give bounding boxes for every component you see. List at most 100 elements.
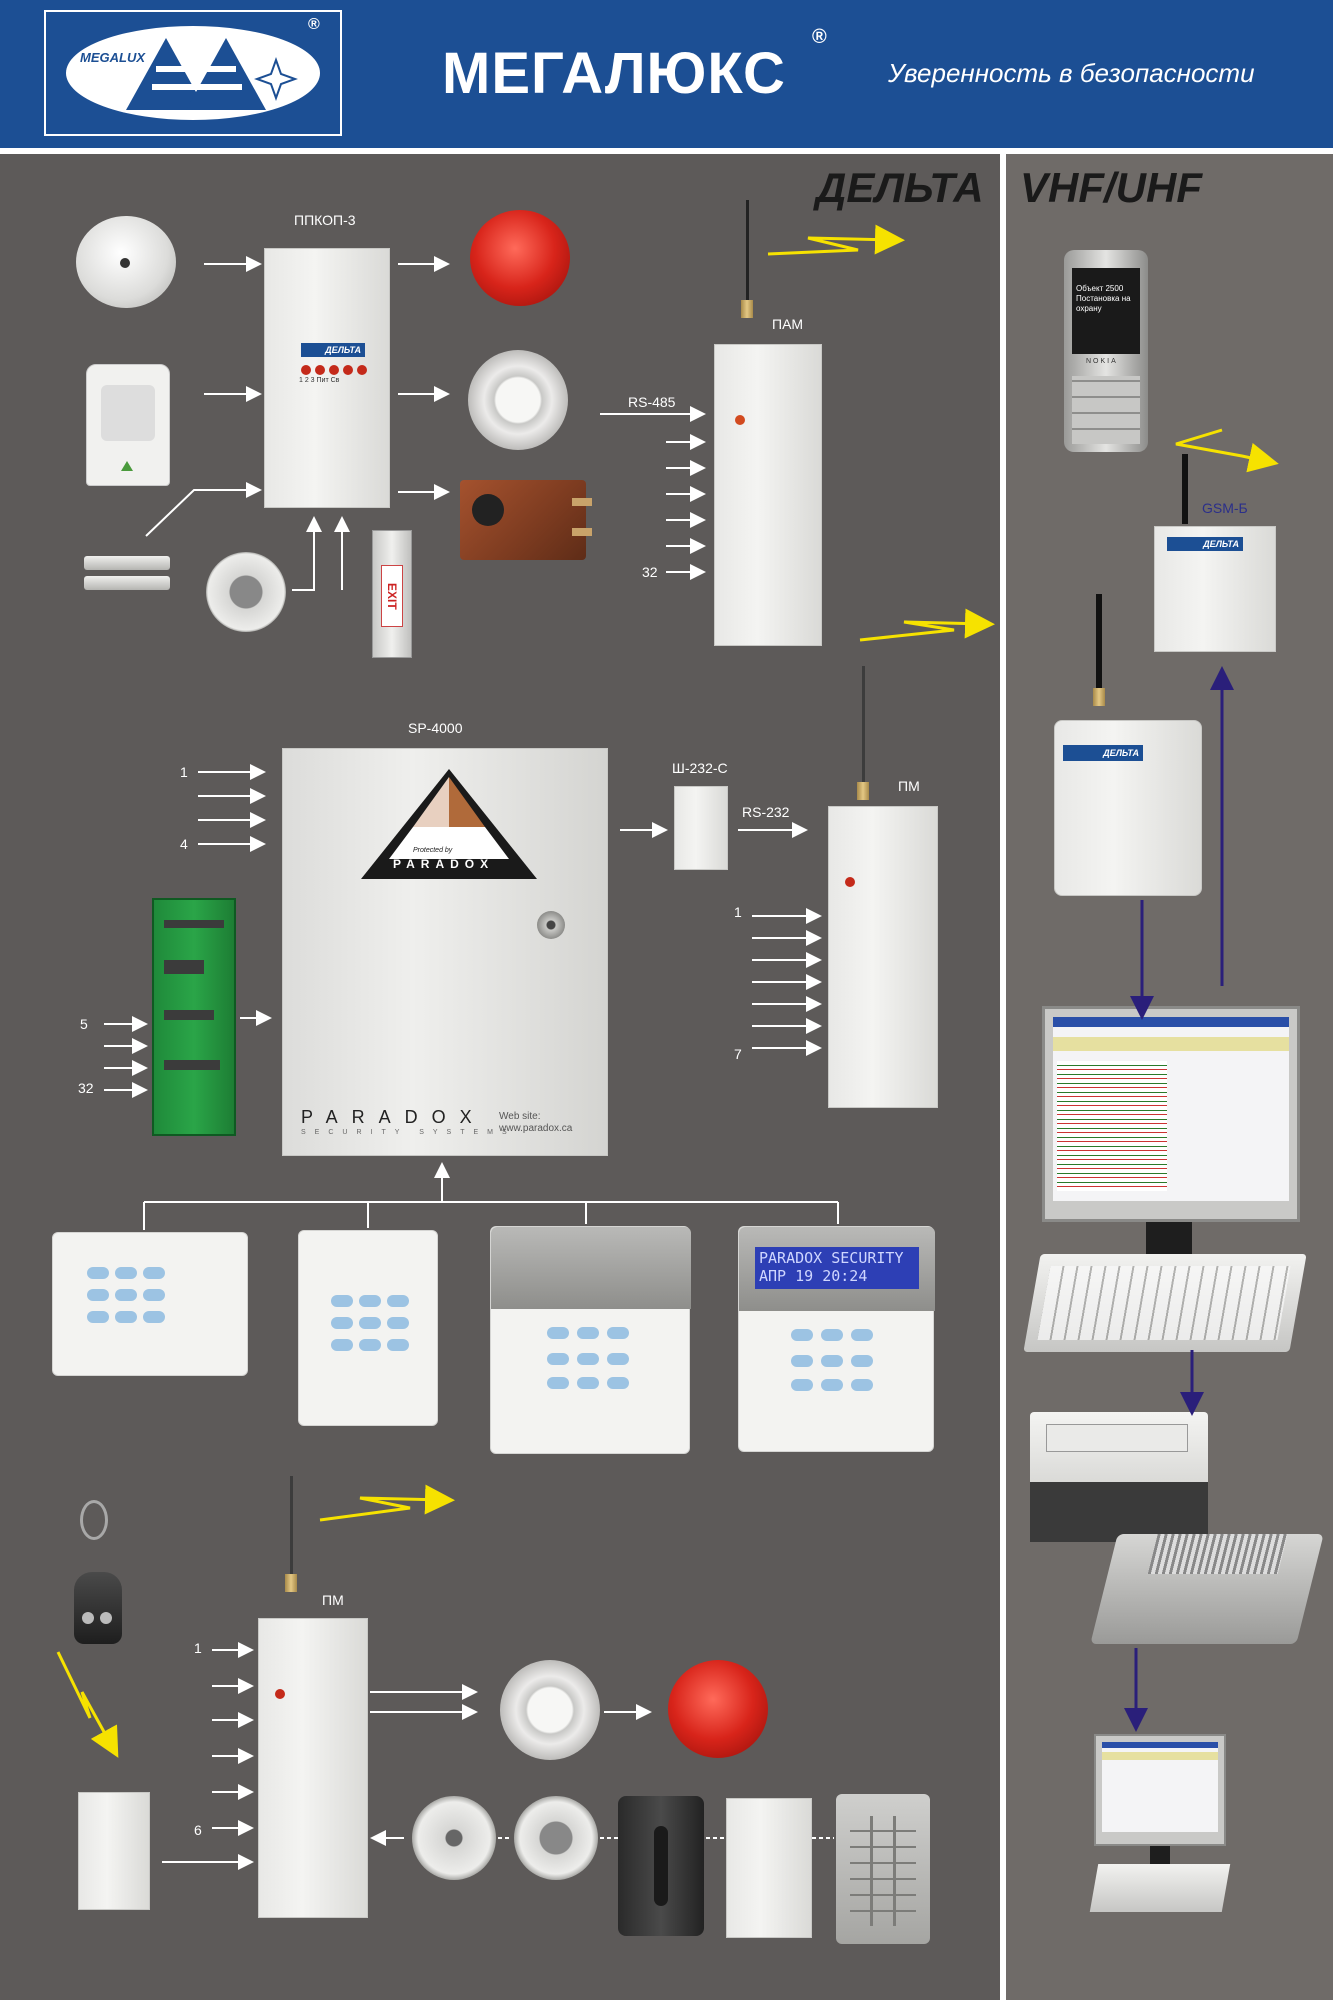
- globe-logo-icon: [126, 38, 298, 110]
- card-reader-slot-icon: [654, 1826, 668, 1906]
- pm-top-input-1-label: 1: [734, 904, 742, 920]
- paradox-website: Web site: www.paradox.ca: [499, 1111, 573, 1134]
- pam-input-last-label: 32: [642, 564, 658, 580]
- smoke-detector-led-icon: [120, 258, 130, 268]
- touch-memory-reader: [206, 552, 286, 632]
- navy-flow-arrows: [1124, 666, 1234, 1732]
- keypad-2-key: [331, 1295, 353, 1307]
- paradox-box-logo-text: PARADOX: [393, 857, 495, 871]
- radio-signal-icons: [56, 224, 1279, 1758]
- monitor-log-panel: [1057, 1061, 1167, 1191]
- pir-motion-detector: [86, 364, 170, 486]
- keypad-3-key: [547, 1353, 569, 1365]
- company-logo: MEGALUX: [44, 10, 342, 136]
- logo-small-text: MEGALUX: [80, 50, 145, 65]
- keypad-2-key: [331, 1317, 353, 1329]
- bottom-smoke-detector: [412, 1796, 496, 1880]
- keypad-4-key: [791, 1379, 813, 1391]
- keypad-4-key: [791, 1329, 813, 1341]
- sp-input-4-label: 4: [180, 836, 188, 852]
- bottom-siren-sounder: [500, 1660, 600, 1760]
- brand-registered-mark: ®: [812, 26, 827, 48]
- magnetic-contact-bottom: [84, 576, 170, 590]
- delta-section-title: ДЕЛЬТА: [816, 164, 984, 211]
- keypad-1-key: [87, 1289, 109, 1301]
- small-monitor-toolbar: [1102, 1752, 1218, 1760]
- keypad-1-key: [115, 1289, 137, 1301]
- lock-keyhole-icon: [472, 494, 504, 526]
- keypad-led-2: [298, 1230, 438, 1426]
- radio-modem: ДЕЛЬТА: [1054, 720, 1202, 896]
- keypad-2-key: [387, 1317, 409, 1329]
- keypad-led-1: [52, 1232, 248, 1376]
- pm-bottom-antenna: [290, 1476, 293, 1576]
- rs485-label: RS-485: [628, 394, 676, 410]
- keyfob-button-icon: [82, 1612, 94, 1624]
- board-input-32-label: 32: [78, 1080, 94, 1096]
- pm-top-antenna-base: [857, 782, 869, 800]
- ppkop3-led-4: [343, 365, 353, 375]
- pm-top-module: [828, 806, 938, 1108]
- pam-antenna-base: [741, 300, 753, 318]
- pm-bottom-label: ПМ: [322, 1592, 344, 1608]
- keypad-1-key: [87, 1267, 109, 1279]
- paradox-pyramid-logo-icon: [361, 769, 537, 879]
- keypad-4-key: [851, 1355, 873, 1367]
- gsm-brand-badge: ДЕЛЬТА: [1167, 537, 1243, 551]
- key-lock-icon: [537, 911, 565, 939]
- vhf-section-title: VHF/UHF: [1020, 164, 1202, 211]
- paradox-bottom-sub: SECURITY SYSTEMS: [301, 1129, 516, 1136]
- small-monitor: [1094, 1734, 1226, 1846]
- board-chip-1: [164, 920, 224, 928]
- keypad-3-key: [607, 1353, 629, 1365]
- lock-wire-1: [572, 498, 592, 506]
- keypad-4-key: [851, 1379, 873, 1391]
- siren-sounder: [468, 350, 568, 450]
- pam-antenna: [746, 200, 749, 300]
- keypad-1-key: [143, 1267, 165, 1279]
- keypad-2-key: [359, 1339, 381, 1351]
- ppkop3-led-2: [315, 365, 325, 375]
- keyfob-remote: [74, 1572, 122, 1644]
- monitor: [1042, 1006, 1300, 1222]
- pir-triangle-icon: [121, 461, 133, 471]
- keypad-1-key: [115, 1311, 137, 1323]
- pir-lens-icon: [101, 385, 155, 441]
- zone-expansion-board: [152, 898, 236, 1136]
- smoke-detector: [76, 216, 176, 308]
- white-lines: [143, 1201, 839, 1839]
- keypad-1-key: [115, 1267, 137, 1279]
- ppkop3-led-3: [329, 365, 339, 375]
- header-banner: MEGALUX ® МЕГАЛЮКС ® Уверенность в безоп…: [0, 0, 1333, 154]
- phone-screen-text: Объект 2500 Постановка на охрану: [1076, 284, 1131, 313]
- sh232c-label: Ш-232-С: [672, 760, 728, 776]
- keypad-1-key: [143, 1311, 165, 1323]
- exit-button: EXIT: [372, 530, 412, 658]
- pm-top-label: ПМ: [898, 778, 920, 794]
- phone-screen: Объект 2500 Постановка на охрану: [1072, 268, 1140, 354]
- pm-bottom-input-6-label: 6: [194, 1822, 202, 1838]
- ppkop3-label: ППКОП-3: [294, 212, 356, 228]
- sp4000-panel: Protected by PARADOX PARADOX SECURITY SY…: [282, 748, 608, 1156]
- brand-name: МЕГАЛЮКС: [442, 41, 786, 106]
- pm-bottom-led: [275, 1689, 285, 1699]
- small-monitor-screen: [1102, 1742, 1218, 1832]
- ppkop3-led-labels: 1 2 3 Пит Св: [299, 377, 340, 384]
- pam-led: [735, 415, 745, 425]
- keyfob-button-icon: [100, 1612, 112, 1624]
- board-chip-4: [164, 1060, 220, 1070]
- ppkop3-led-1: [301, 365, 311, 375]
- keypad-3-key: [607, 1377, 629, 1389]
- bottom-red-strobe: [668, 1660, 768, 1758]
- pm-top-led: [845, 877, 855, 887]
- gsm-b-module: ДЕЛЬТА: [1154, 526, 1276, 652]
- logo-registered-mark: ®: [308, 16, 320, 33]
- small-monitor-stand: [1150, 1846, 1170, 1866]
- phone-brand: NOKIA: [1086, 358, 1118, 365]
- paradox-bottom-logo: PARADOX: [301, 1107, 486, 1127]
- keypad-3-key: [577, 1353, 599, 1365]
- code-keypad: [836, 1794, 930, 1944]
- keypad-32-header: [491, 1227, 691, 1309]
- pm-bottom-antenna-base: [285, 1574, 297, 1592]
